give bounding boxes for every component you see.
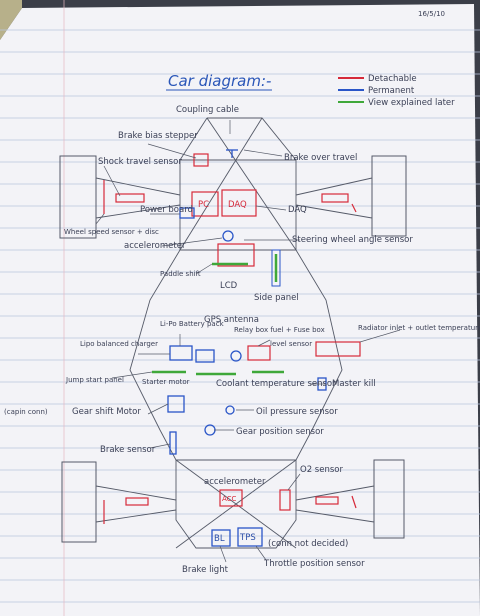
label-accelerometer: accelerometer	[124, 241, 186, 251]
label-brake-sensor: Brake sensor	[100, 445, 156, 455]
label-shock-travel: Shock travel sensor	[98, 157, 182, 167]
label-steering-angle: Steering wheel angle sensor	[292, 235, 413, 245]
label-brake-bias: Brake bias stepper	[118, 131, 198, 141]
label-lipo-charger: Lipo balanced charger	[80, 340, 158, 348]
date: 16/5/10	[418, 10, 445, 18]
label-coolant: Coolant temperature sensor	[216, 379, 336, 389]
label-wheel-speed: Wheel speed sensor + disc	[64, 228, 159, 236]
label-brake-over-travel: Brake over travel	[284, 153, 357, 163]
label-coupling-cable: Coupling cable	[176, 105, 239, 115]
legend-label-permanent: Permanent	[368, 86, 415, 96]
label-jump-start: Jump start panel	[65, 376, 124, 384]
label-power-board: Power board	[140, 205, 193, 215]
label-brake-light: Brake light	[182, 565, 229, 575]
label-oil-pressure: Oil pressure sensor	[256, 407, 338, 417]
legend-label-detachable: Detachable	[368, 74, 417, 84]
label-o2-sensor: O2 sensor	[300, 465, 343, 475]
label-acc-box: ACC	[222, 495, 237, 503]
label-paddle-shift: Paddle shift	[160, 270, 201, 278]
label-gps: GPS antenna	[204, 315, 259, 325]
label-throttle-position: Throttle position sensor	[263, 559, 365, 569]
label-capin-conn: (capin conn)	[4, 408, 48, 416]
label-master-kill: Master kill	[332, 379, 376, 389]
legend-label-view-later: View explained later	[368, 98, 455, 108]
label-gear-shift-motor: Gear shift Motor	[72, 407, 141, 417]
label-side-panel: Side panel	[254, 293, 299, 303]
diagram-title: Car diagram:-	[168, 72, 271, 90]
label-level-sensor: level sensor	[270, 340, 312, 348]
label-conn-not-decided: (conn not decided)	[268, 539, 348, 549]
label-relay-box: Relay box fuel + Fuse box	[234, 326, 325, 334]
label-lcd: LCD	[220, 281, 238, 291]
label-daq: DAQ	[288, 205, 307, 215]
label-starter-motor: Starter motor	[142, 378, 190, 386]
label-tps-box: TPS	[239, 533, 256, 543]
label-pc: PC	[198, 200, 209, 210]
label-radiator: Radiator inlet + outlet temperature sens…	[358, 324, 480, 332]
label-gear-position: Gear position sensor	[236, 427, 324, 437]
label-bl-box: BL	[214, 534, 225, 544]
label-accelerometer-rear: accelerometer	[204, 477, 266, 487]
label-daq-box: DAQ	[228, 200, 247, 210]
